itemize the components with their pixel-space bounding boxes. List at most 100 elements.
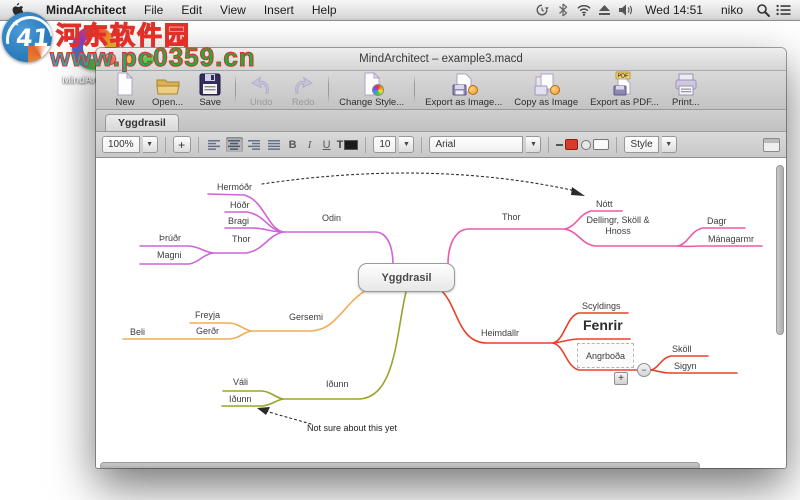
- add-node-button[interactable]: +: [172, 136, 191, 153]
- menu-item-file[interactable]: File: [144, 3, 164, 17]
- branch-idunn: [282, 291, 407, 400]
- node-angrboda-selected[interactable]: Angrboða: [577, 343, 634, 368]
- branch-vali: [222, 390, 284, 400]
- panel-toggle-icon[interactable]: [763, 137, 780, 152]
- map-label[interactable]: Scyldings: [582, 301, 621, 311]
- wifi-icon[interactable]: [575, 2, 592, 18]
- export-as-pdf-button[interactable]: PDF Export as PDF...: [590, 71, 659, 108]
- printer-icon: [674, 73, 698, 96]
- map-label[interactable]: Not sure about this yet: [307, 423, 398, 433]
- text-color-button[interactable]: T: [337, 139, 359, 151]
- menu-list-icon[interactable]: [775, 2, 792, 18]
- font-family-field[interactable]: Arial: [429, 136, 524, 153]
- style-field[interactable]: Style: [624, 136, 659, 153]
- bold-button[interactable]: B: [288, 138, 297, 151]
- map-label[interactable]: Thor: [502, 212, 521, 222]
- menu-item-help[interactable]: Help: [311, 3, 337, 17]
- style-dropdown-button[interactable]: ▼: [661, 136, 677, 153]
- volume-icon[interactable]: [617, 2, 634, 18]
- menu-clock[interactable]: Wed 14:51: [645, 3, 703, 17]
- window-title: MindArchitect – example3.macd: [359, 53, 523, 65]
- map-label[interactable]: Sköll: [672, 344, 692, 354]
- expand-button[interactable]: +: [614, 372, 628, 385]
- branch-odin: [282, 231, 394, 266]
- map-label[interactable]: Beli: [130, 327, 146, 337]
- map-label[interactable]: Gersemi: [289, 312, 324, 322]
- menu-item-edit[interactable]: Edit: [181, 3, 203, 17]
- map-label[interactable]: Höðr: [230, 200, 250, 210]
- print-button[interactable]: Print...: [665, 73, 707, 108]
- tab-yggdrasil[interactable]: Yggdrasil: [105, 114, 179, 131]
- align-center-icon[interactable]: [225, 137, 243, 152]
- map-label[interactable]: Freyja: [195, 310, 221, 320]
- redo-button[interactable]: Redo: [282, 73, 324, 108]
- map-label[interactable]: Nótt: [596, 199, 613, 209]
- map-label[interactable]: Dellingr, Sköll & Hnoss: [586, 215, 650, 236]
- branch-thor-left: [212, 231, 284, 254]
- map-label[interactable]: Gerðr: [196, 326, 220, 336]
- menu-user[interactable]: niko: [720, 3, 743, 17]
- horizontal-scrollbar[interactable]: [96, 462, 786, 468]
- menu-item-insert[interactable]: Insert: [263, 3, 294, 17]
- new-document-icon: [115, 72, 135, 96]
- align-right-icon[interactable]: [246, 137, 263, 152]
- undo-arrow-icon: [250, 74, 272, 96]
- map-label[interactable]: Fenrir: [583, 317, 623, 333]
- map-label[interactable]: Iðunn: [229, 394, 252, 404]
- open-button[interactable]: Open...: [146, 73, 189, 108]
- copy-as-image-button[interactable]: Copy as Image: [508, 73, 584, 108]
- format-bar: 100% ▼ + B I U T 10: [96, 132, 786, 158]
- map-label[interactable]: Sigyn: [674, 361, 697, 371]
- vertical-scrollbar-thumb[interactable]: [776, 165, 784, 335]
- spotlight-icon[interactable]: [754, 2, 771, 18]
- export-as-image-button[interactable]: Export as Image...: [419, 73, 508, 108]
- underline-button[interactable]: U: [322, 138, 331, 151]
- map-label[interactable]: Váli: [233, 377, 249, 387]
- relation-arrow-annotation: [265, 410, 312, 425]
- apple-menu-icon[interactable]: [10, 2, 23, 18]
- change-style-button[interactable]: Change Style...: [333, 72, 410, 108]
- align-justify-icon[interactable]: [266, 137, 283, 152]
- font-family-dropdown-button[interactable]: ▼: [526, 136, 542, 153]
- collapse-button[interactable]: −: [637, 363, 651, 377]
- undo-button[interactable]: Undo: [240, 73, 282, 108]
- close-button[interactable]: [104, 53, 116, 65]
- eject-icon[interactable]: [596, 2, 613, 18]
- italic-button[interactable]: I: [307, 138, 312, 151]
- map-label[interactable]: Mánagarmr: [708, 234, 755, 244]
- horizontal-scrollbar-thumb[interactable]: [100, 462, 700, 468]
- bluetooth-icon[interactable]: [554, 2, 571, 18]
- map-label[interactable]: Magni: [157, 250, 182, 260]
- map-label[interactable]: Bragi: [228, 216, 250, 226]
- map-label[interactable]: Iðunn: [326, 379, 349, 389]
- image-badge-icon: [550, 85, 561, 95]
- menu-app-name[interactable]: MindArchitect: [46, 3, 127, 17]
- minimize-button[interactable]: [123, 53, 135, 65]
- map-label[interactable]: Þrúðr: [159, 233, 182, 243]
- font-size-dropdown-button[interactable]: ▼: [399, 136, 415, 153]
- branch-gersemi: [250, 288, 369, 332]
- map-label[interactable]: Odin: [322, 213, 342, 223]
- branch-nott: [564, 210, 623, 230]
- zoom-dropdown-button[interactable]: ▼: [142, 136, 158, 153]
- node-shape-button[interactable]: [581, 139, 610, 150]
- branch-hermodr: [207, 193, 284, 233]
- align-left-icon[interactable]: [206, 137, 223, 152]
- zoom-button[interactable]: [142, 53, 154, 65]
- time-machine-icon[interactable]: [533, 2, 550, 18]
- center-node-yggdrasil[interactable]: Yggdrasil: [358, 263, 455, 292]
- vertical-scrollbar[interactable]: [776, 163, 785, 463]
- window-title-bar[interactable]: MindArchitect – example3.macd: [96, 48, 786, 71]
- map-label[interactable]: Hermóðr: [217, 182, 253, 192]
- menu-item-view[interactable]: View: [220, 3, 246, 17]
- new-button[interactable]: New: [104, 72, 146, 108]
- save-button[interactable]: Save: [189, 73, 231, 108]
- font-size-field[interactable]: 10: [373, 136, 397, 153]
- line-color-button[interactable]: [556, 139, 579, 150]
- map-label[interactable]: Thor: [232, 234, 251, 244]
- map-label[interactable]: Dagr: [707, 216, 727, 226]
- zoom-level-field[interactable]: 100%: [102, 136, 140, 153]
- map-label[interactable]: Heimdallr: [481, 328, 520, 338]
- relation-arrow-top: [261, 172, 577, 192]
